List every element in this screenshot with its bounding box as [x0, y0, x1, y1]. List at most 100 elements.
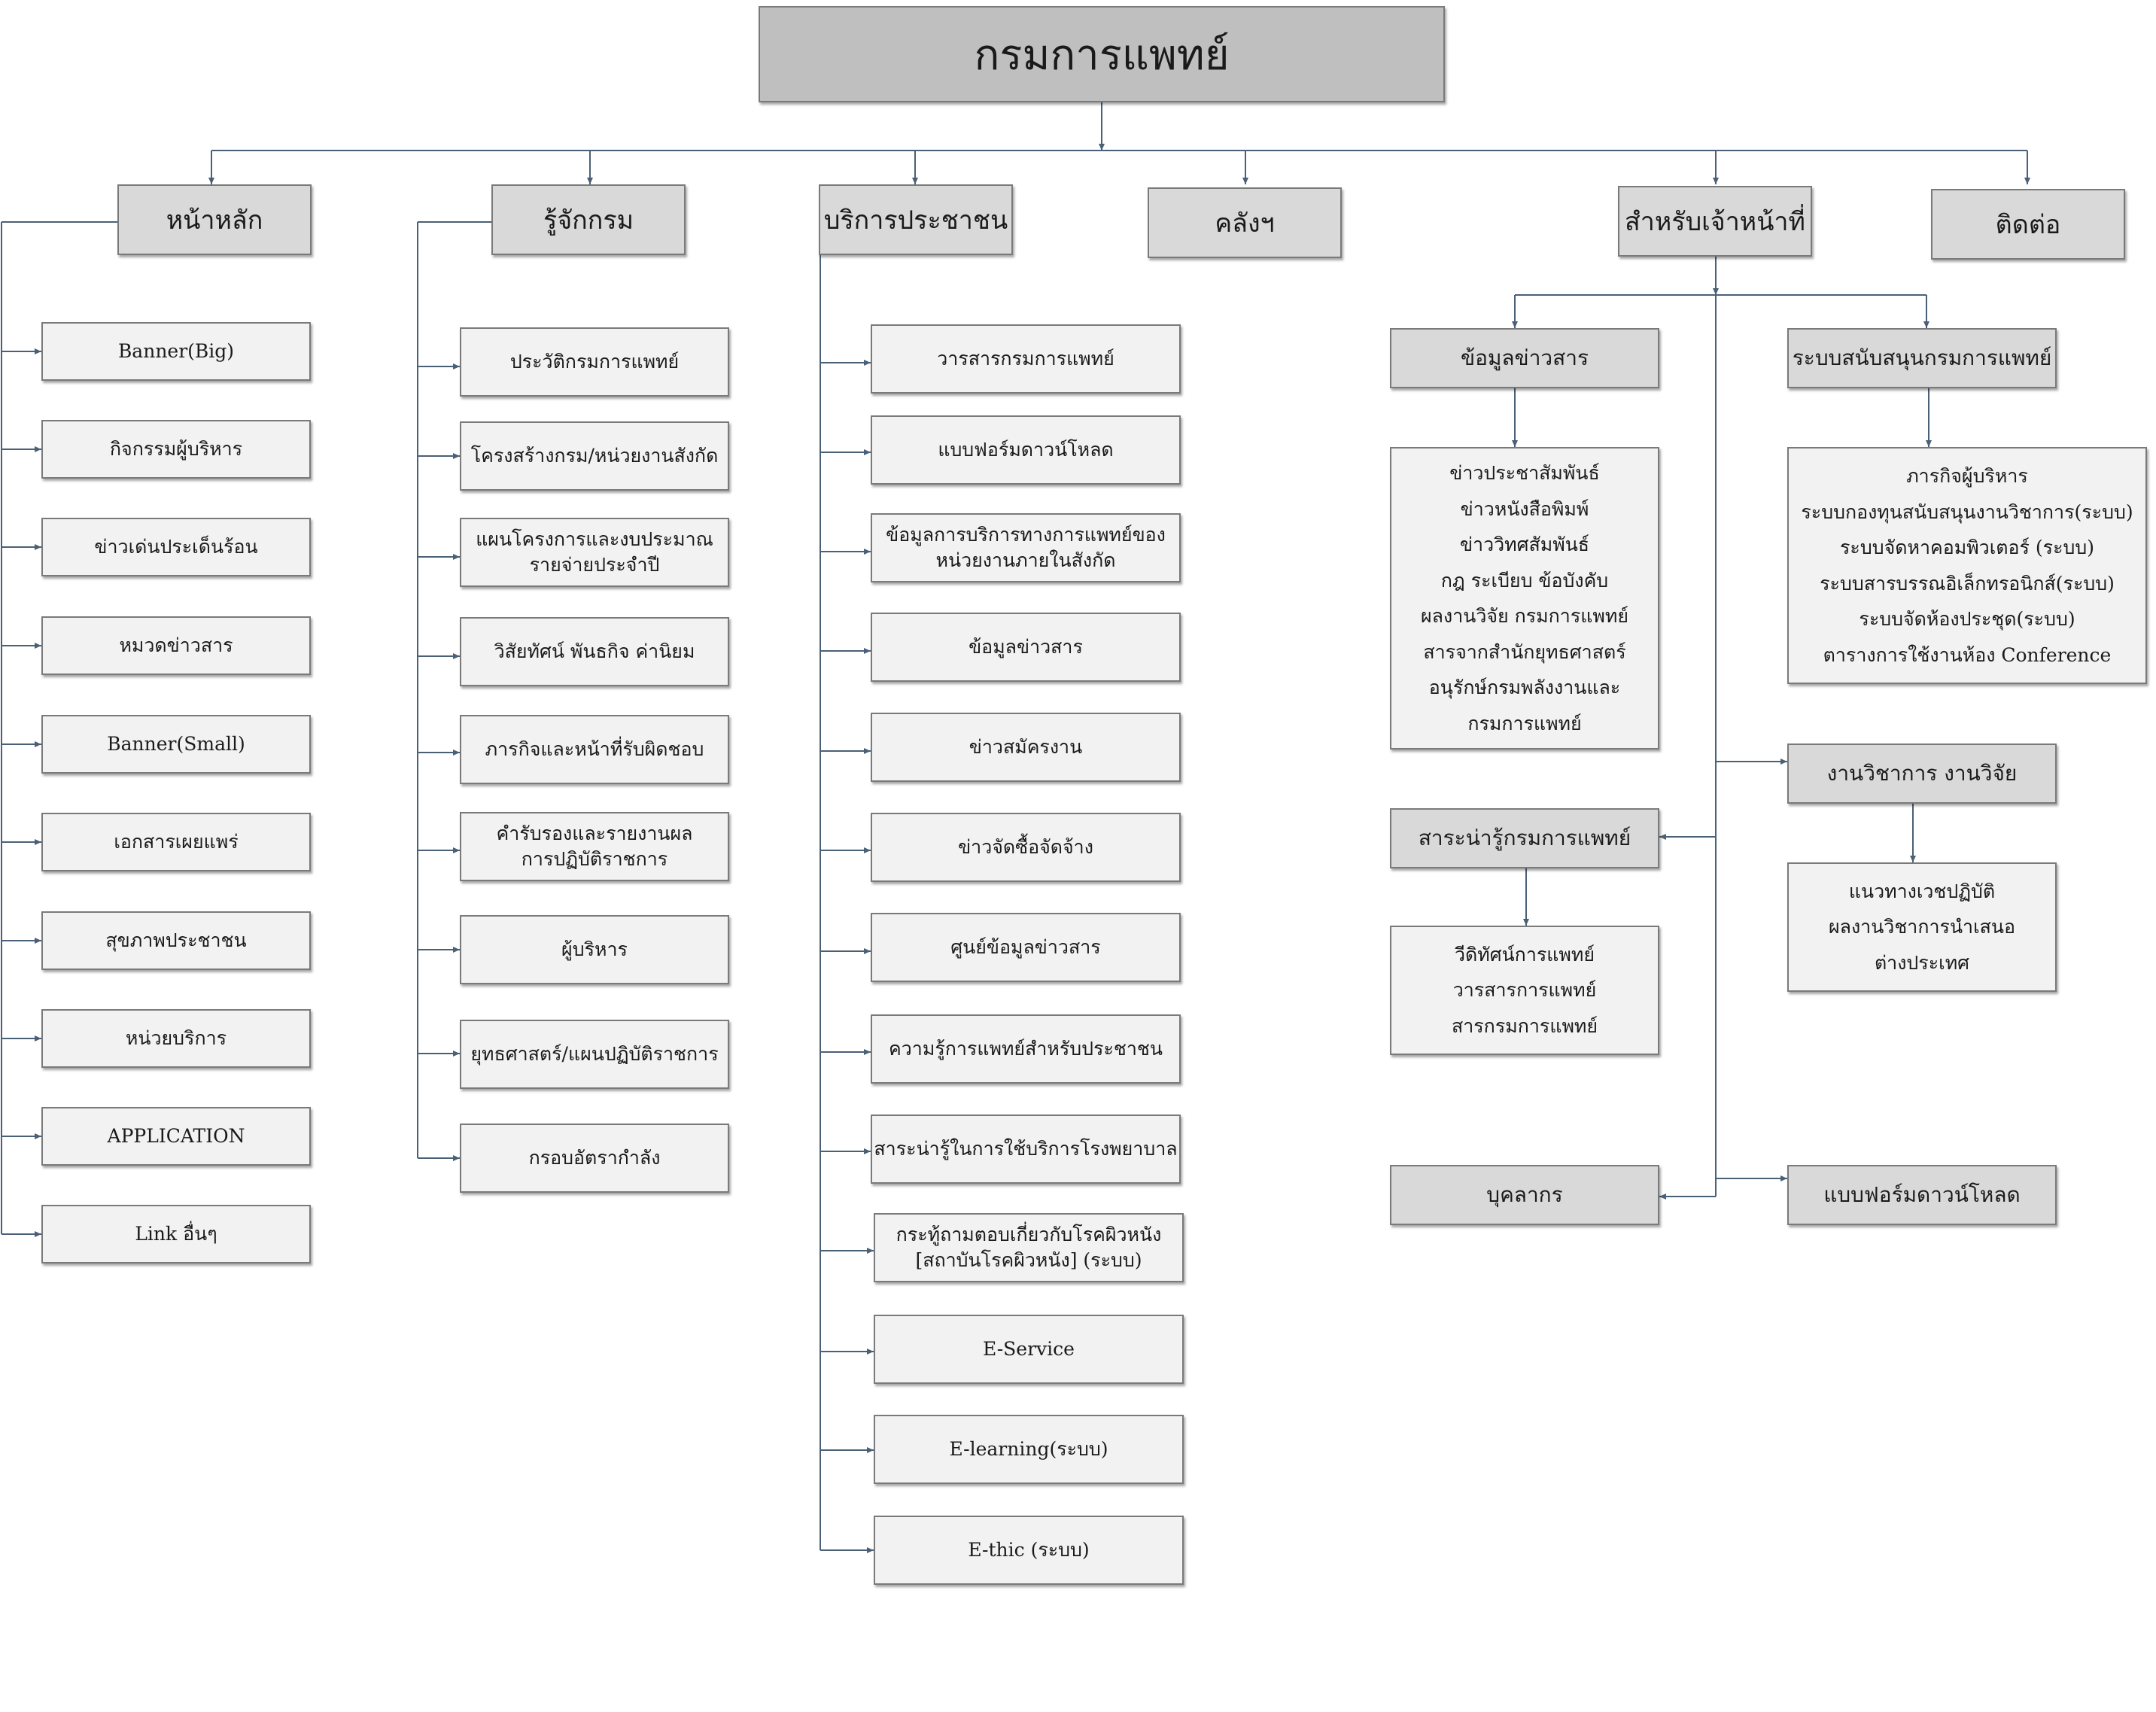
about-item: โครงสร้างกรม/หน่วยงานสังกัด — [460, 421, 729, 491]
home-item-label: เอกสารเผยแพร่ — [114, 831, 239, 853]
top-home: หน้าหลัก — [117, 184, 312, 255]
staff-support-label: ระบบสนับสนุนกรมการแพทย์ — [1792, 345, 2052, 370]
service-item-label: ข่าวสมัครงาน — [969, 736, 1083, 759]
service-item-label: E-learning(ระบบ) — [949, 1438, 1108, 1461]
about-item-label: ผู้บริหาร — [561, 938, 628, 961]
list-item: อนุรักษ์กรมพลังงานและ — [1428, 677, 1621, 698]
top-about: รู้จักกรม — [491, 184, 686, 255]
service-item: ข่าวสมัครงาน — [871, 713, 1181, 782]
top-contact: ติดต่อ — [1931, 189, 2125, 260]
home-item: Link อื่นๆ — [41, 1205, 311, 1263]
list-item: ภารกิจผู้บริหาร — [1906, 465, 2028, 487]
list-item: ระบบจัดห้องประชุด(ระบบ) — [1859, 608, 2075, 630]
home-item-label: ข่าวเด่นประเด็นร้อน — [94, 536, 258, 558]
list-item: วารสารการแพทย์ — [1452, 979, 1597, 1002]
staff-academic-list: แนวทางเวชปฏิบัติ ผลงานวิชาการนำเสนอ ต่าง… — [1787, 862, 2057, 992]
staff-academic: งานวิชาการ งานวิจัย — [1787, 743, 2057, 804]
about-item-label: คำรับรองและรายงานผล — [496, 823, 693, 845]
home-item: APPLICATION — [41, 1107, 311, 1166]
home-item: สุขภาพประชาชน — [41, 911, 311, 970]
about-item-label: ภารกิจและหน้าที่รับผิดชอบ — [485, 738, 704, 761]
top-service-label: บริการประชาชน — [823, 205, 1008, 236]
top-service: บริการประชาชน — [819, 184, 1013, 255]
home-item-label: APPLICATION — [107, 1125, 245, 1148]
home-item: Banner(Big) — [41, 322, 311, 381]
list-item: แนวทางเวชปฏิบัติ — [1848, 880, 1996, 902]
service-item: ความรู้การแพทย์สำหรับประชาชน — [871, 1014, 1181, 1084]
list-item: สารกรมการแพทย์ — [1451, 1014, 1598, 1037]
home-item-label: Link อื่นๆ — [135, 1223, 217, 1245]
service-item-label: ข้อมูลข่าวสาร — [969, 636, 1083, 658]
service-item: ข้อมูลการบริการทางการแพทย์ของหน่วยงานภาย… — [871, 513, 1181, 582]
service-item: กระทู้ถามตอบเกี่ยวกับโรคผิวหนัง[สถาบันโร… — [874, 1213, 1184, 1282]
staff-support-list: ภารกิจผู้บริหาร ระบบกองทุนสนับสนุนงานวิช… — [1787, 447, 2147, 684]
list-item: ระบบกองทุนสนับสนุนงานวิชาการ(ระบบ) — [1801, 500, 2133, 523]
service-item-label: สาระน่ารู้ในการใช้บริการโรงพยาบาล — [874, 1138, 1178, 1160]
service-item: แบบฟอร์มดาวน์โหลด — [871, 415, 1181, 485]
about-item-label-line2: รายจ่ายประจำปี — [529, 554, 660, 576]
top-staff: สำหรับเจ้าหน้าที่ — [1618, 186, 1812, 257]
home-item-label: หมวดข่าวสาร — [119, 634, 233, 657]
list-item: ระบบจัดหาคอมพิวเตอร์ (ระบบ) — [1839, 537, 2094, 558]
list-item: ข่าววิทศสัมพันธ์ — [1459, 534, 1590, 555]
home-item-label: หน่วยบริการ — [125, 1027, 227, 1050]
service-item: วารสารกรมการแพทย์ — [871, 324, 1181, 394]
staff-forms: แบบฟอร์มดาวน์โหลด — [1787, 1165, 2057, 1225]
about-item: คำรับรองและรายงานผลการปฏิบัติราชการ — [460, 812, 729, 881]
about-item-label: วิสัยทัศน์ พันธกิจ ค่านิยม — [494, 640, 695, 663]
list-item: กฎ ระเบียบ ข้อบังคับ — [1440, 569, 1609, 591]
home-item: เอกสารเผยแพร่ — [41, 813, 311, 871]
about-item-label: ประวัติกรมการแพทย์ — [509, 351, 680, 373]
home-item-label: Banner(Big) — [117, 340, 235, 363]
home-item: ข่าวเด่นประเด็นร้อน — [41, 518, 311, 576]
service-item: E-learning(ระบบ) — [874, 1415, 1184, 1484]
list-item: ข่าวหนังสือพิมพ์ — [1460, 497, 1589, 520]
list-item: ตารางการใช้งานห้อง Conference — [1823, 643, 2112, 666]
staff-knowledge-list: วีดิทัศน์การแพทย์ วารสารการแพทย์ สารกรมก… — [1390, 926, 1659, 1055]
home-item: กิจกรรมผู้บริหาร — [41, 420, 311, 479]
service-item: E-Service — [874, 1315, 1184, 1384]
home-item: หน่วยบริการ — [41, 1009, 311, 1068]
home-item-label: Banner(Small) — [107, 733, 245, 756]
about-item: ผู้บริหาร — [460, 915, 729, 984]
about-item: กรอบอัตรากำลัง — [460, 1124, 729, 1193]
about-item: ยุทธศาสตร์/แผนปฏิบัติราชการ — [460, 1020, 729, 1089]
service-item-label-line2: [สถาบันโรคผิวหนัง] (ระบบ) — [915, 1249, 1142, 1271]
about-item: ภารกิจและหน้าที่รับผิดชอบ — [460, 715, 729, 784]
list-item: กรมการแพทย์ — [1467, 712, 1582, 734]
home-item: Banner(Small) — [41, 715, 311, 774]
staff-knowledge: สาระน่ารู้กรมการแพทย์ — [1390, 808, 1659, 868]
list-item: ผลงานวิชาการนำเสนอ — [1829, 916, 2015, 938]
staff-personnel-label: บุคลากร — [1486, 1182, 1563, 1207]
about-item: แผนโครงการและงบประมาณรายจ่ายประจำปี — [460, 518, 729, 587]
top-staff-label: สำหรับเจ้าหน้าที่ — [1625, 207, 1805, 237]
service-item-label: แบบฟอร์มดาวน์โหลด — [938, 439, 1114, 461]
about-item-label: โครงสร้างกรม/หน่วยงานสังกัด — [470, 445, 719, 467]
about-item-label-line2: การปฏิบัติราชการ — [521, 848, 668, 870]
top-home-label: หน้าหลัก — [166, 205, 263, 236]
list-item: ต่างประเทศ — [1874, 951, 1970, 974]
staff-personnel: บุคลากร — [1390, 1165, 1659, 1225]
service-item: ข่าวจัดซื้อจัดจ้าง — [871, 813, 1181, 882]
staff-academic-label: งานวิชาการ งานวิจัย — [1826, 761, 2018, 786]
top-repo: คลังฯ — [1148, 187, 1342, 258]
list-item: ข่าวประชาสัมพันธ์ — [1449, 462, 1600, 484]
root-label: กรมการแพทย์ — [974, 30, 1230, 80]
about-item: วิสัยทัศน์ พันธกิจ ค่านิยม — [460, 617, 729, 686]
service-item-label: ข่าวจัดซื้อจัดจ้าง — [958, 836, 1093, 859]
list-item: สารจากสำนักยุทธศาสตร์ — [1423, 640, 1626, 663]
home-item-label: กิจกรรมผู้บริหาร — [109, 438, 243, 461]
service-item-label: ข้อมูลการบริการทางการแพทย์ของ — [886, 524, 1166, 546]
service-item-label: E-Service — [983, 1338, 1075, 1361]
service-item-label: E-thic (ระบบ) — [968, 1539, 1090, 1561]
staff-news-list: ข่าวประชาสัมพันธ์ ข่าวหนังสือพิมพ์ ข่าวว… — [1390, 447, 1659, 750]
service-item-label-line2: หน่วยงานภายในสังกัด — [935, 549, 1116, 571]
staff-knowledge-label: สาระน่ารู้กรมการแพทย์ — [1418, 826, 1631, 850]
home-item-label: สุขภาพประชาชน — [105, 929, 247, 952]
staff-support: ระบบสนับสนุนกรมการแพทย์ — [1787, 328, 2057, 388]
list-item: ระบบสารบรรณอิเล็กทรอนิกส์(ระบบ) — [1820, 572, 2115, 594]
about-item: ประวัติกรมการแพทย์ — [460, 327, 729, 397]
home-item: หมวดข่าวสาร — [41, 616, 311, 675]
